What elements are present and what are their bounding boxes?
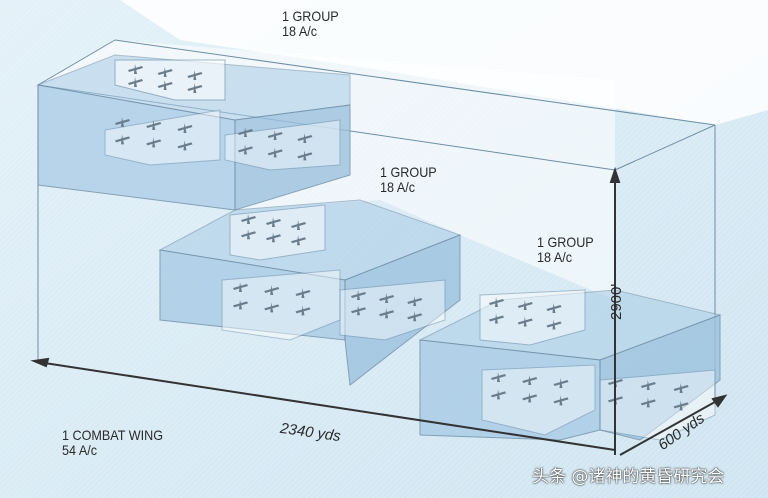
aircraft-icon xyxy=(157,80,173,91)
aircraft-icon xyxy=(128,77,143,88)
aircraft-icon xyxy=(264,285,280,295)
aircraft-icon xyxy=(379,293,395,303)
dimension-arrows xyxy=(30,166,728,456)
aircraft-icon xyxy=(241,229,256,240)
aircraft-icon xyxy=(128,64,143,74)
aircraft-icon xyxy=(266,232,281,243)
group-1-aircraft: 18 A/c xyxy=(282,23,318,39)
aircraft-icon xyxy=(522,375,538,385)
aircraft-icon xyxy=(238,127,253,137)
aircraft-icon xyxy=(187,83,203,94)
aircraft-icon xyxy=(238,144,253,155)
depth-arrow xyxy=(619,397,723,456)
wing-label: 1 COMBAT WING 54 A/c xyxy=(62,428,163,458)
aircraft-icon xyxy=(233,299,248,310)
aircraft-icon xyxy=(187,70,203,80)
aircraft-icon xyxy=(553,395,569,406)
aircraft-icon xyxy=(157,67,173,77)
length-arrow xyxy=(37,361,616,451)
watermark: 头条 @诸神的黄昏研究会 xyxy=(532,467,725,487)
aircraft-icon xyxy=(517,300,533,310)
aircraft-icon xyxy=(553,378,569,388)
aircraft-icon xyxy=(297,133,313,143)
aircraft-icon xyxy=(241,214,256,224)
aircraft-icon xyxy=(489,313,504,324)
aircraft-icon xyxy=(146,120,162,130)
aircraft-icon xyxy=(266,217,281,227)
aircraft-icon xyxy=(673,400,689,411)
aircraft-icon xyxy=(233,282,248,292)
aircraft-icon xyxy=(489,297,504,307)
aircraft-icon xyxy=(522,392,538,403)
group-3-label: 1 GROUP 18 A/c xyxy=(537,235,594,265)
group-2-formation xyxy=(158,199,462,386)
aircraft-icon xyxy=(115,117,130,127)
aircraft-icon xyxy=(351,290,366,300)
arrowhead-right xyxy=(711,394,728,408)
group-3-aircraft: 18 A/c xyxy=(537,249,573,265)
group-3-name: 1 GROUP xyxy=(537,234,594,250)
group-1-name: 1 GROUP xyxy=(282,8,339,24)
aircraft-icon xyxy=(115,134,130,145)
arrowhead-left xyxy=(30,357,50,368)
aircraft-icon xyxy=(297,150,313,161)
aircraft-icon xyxy=(264,302,280,313)
aircraft-icon xyxy=(267,147,283,158)
wing-aircraft: 54 A/c xyxy=(62,442,98,458)
aircraft-icon xyxy=(295,305,311,316)
aircraft-icon xyxy=(146,137,162,148)
aircraft-icon xyxy=(491,389,506,400)
group-3-formation xyxy=(418,289,722,441)
aircraft-icon xyxy=(517,316,533,327)
aircraft-icon xyxy=(291,220,306,230)
aircraft-icon xyxy=(491,372,506,382)
aircraft-icon xyxy=(177,140,193,151)
group-1-label: 1 GROUP 18 A/c xyxy=(282,9,339,39)
aircraft-icon xyxy=(379,308,395,319)
aircraft-icon xyxy=(407,296,423,306)
group-2-label: 1 GROUP 18 A/c xyxy=(380,165,437,195)
aircraft-icon xyxy=(546,319,562,330)
aircraft-icon xyxy=(640,380,656,390)
aircraft-icon xyxy=(295,288,311,298)
aircraft-icon xyxy=(640,397,656,408)
group-2-aircraft: 18 A/c xyxy=(380,179,416,195)
aircraft-icon xyxy=(177,123,193,133)
aircraft-icon xyxy=(546,303,562,313)
wing-name: 1 COMBAT WING xyxy=(62,427,164,443)
aircraft-icon xyxy=(291,235,306,246)
aircraft-icon xyxy=(407,311,423,322)
arrowhead-top xyxy=(609,166,621,183)
group-2-name: 1 GROUP xyxy=(380,164,437,180)
aircraft-icon xyxy=(267,130,283,140)
aircraft-icon xyxy=(351,305,366,316)
height-dimension-label: 2900' xyxy=(608,283,625,320)
aircraft-icons xyxy=(115,64,689,411)
aircraft-icon xyxy=(673,383,689,393)
